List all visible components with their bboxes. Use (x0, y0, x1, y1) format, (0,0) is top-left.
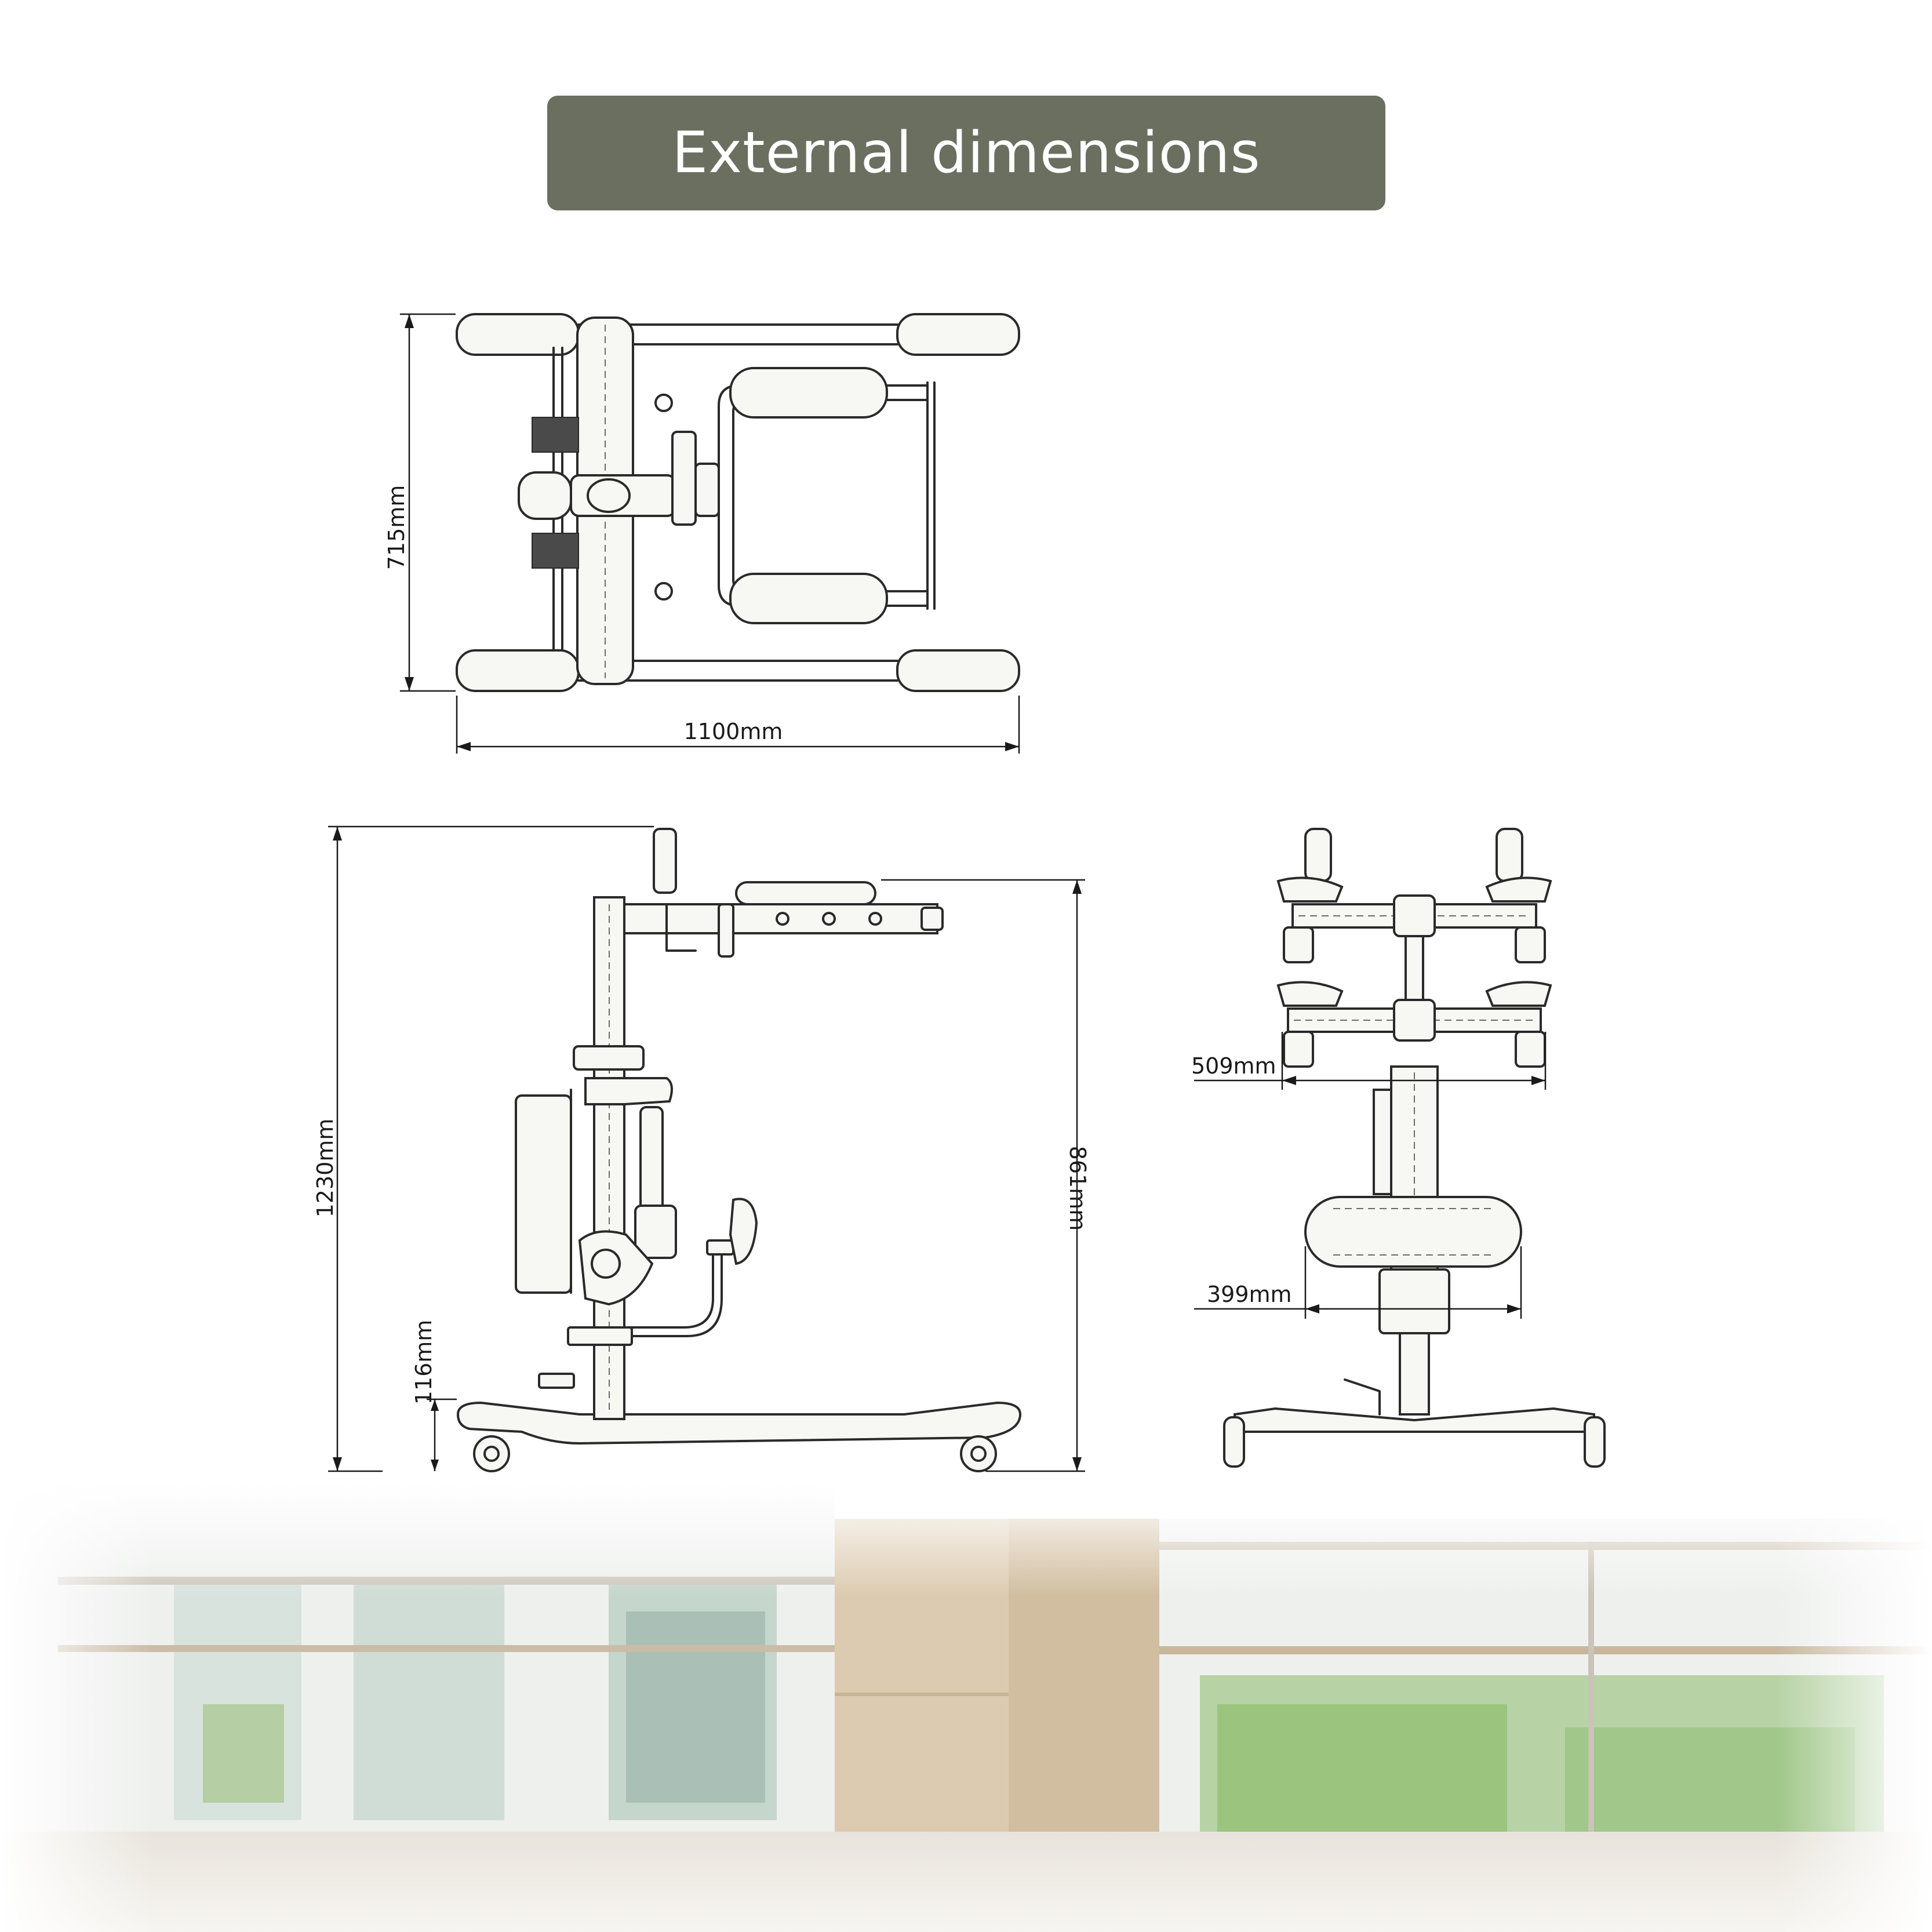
front-view-drawing (1223, 828, 1606, 1468)
top-view-depth-label: 715mm (384, 485, 409, 570)
hallway-background-photo (0, 1484, 1932, 1932)
front-view-knee-width-dimension (1194, 1246, 1522, 1319)
top-view-width-dimension (456, 696, 1020, 754)
front-view-knee-width-label: 399mm (1207, 1282, 1292, 1307)
side-view-height-label: 1230mm (312, 1119, 338, 1218)
side-view-height-dimension (328, 825, 654, 1472)
top-view-width-label: 1100mm (684, 719, 783, 744)
title-banner: External dimensions (547, 96, 1385, 210)
side-view-drawing (456, 828, 1022, 1472)
side-view-armrest-label: 861mm (1065, 1146, 1090, 1231)
side-view-armrest-dimension (881, 879, 1085, 1472)
top-view-depth-dimension (400, 313, 456, 692)
front-view-upper-width-dimension (1194, 1032, 1547, 1090)
page-title: External dimensions (672, 120, 1261, 186)
top-view-drawing (456, 313, 1020, 692)
side-view-base-dimension (427, 1398, 457, 1471)
front-view-upper-width-label: 509mm (1191, 1053, 1276, 1079)
side-view-base-label: 116mm (411, 1320, 436, 1405)
